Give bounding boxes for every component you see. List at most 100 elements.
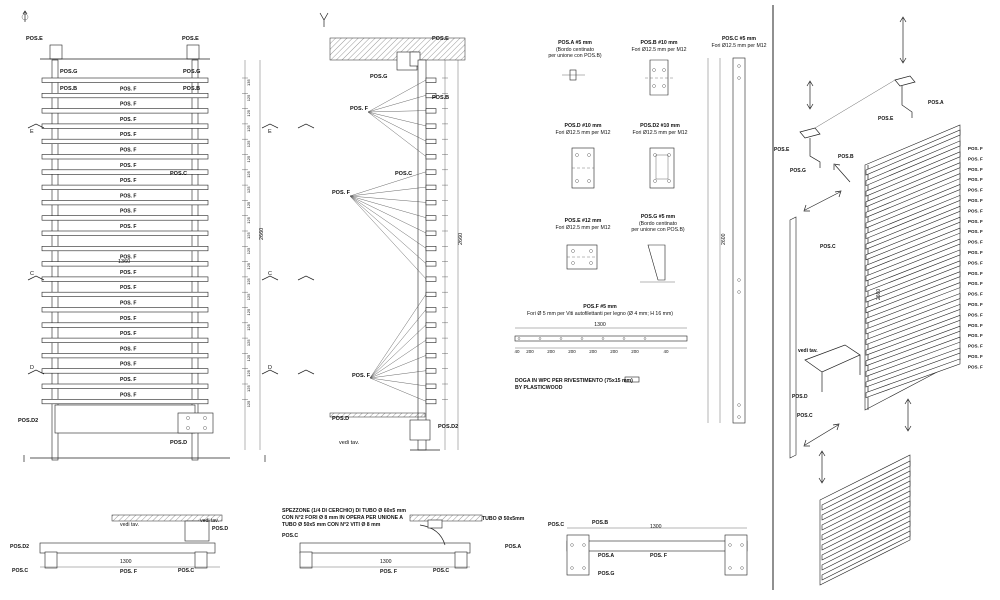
- label-pos-a: POS.A: [505, 544, 521, 550]
- bottom-plate: [54, 404, 196, 434]
- label-pos-d2: POS.D2: [438, 424, 458, 430]
- dim-label: 200: [631, 349, 639, 354]
- slat-iso: [865, 129, 961, 176]
- dimension-ticks: 1351251251251251251251251251251251251251…: [242, 77, 251, 407]
- label-pos-e: POS.E: [182, 36, 199, 42]
- spezzone-note: TUBO Ø 50x5 mm CON N°2 VITI Ø 8 mm: [282, 522, 381, 528]
- slat: [41, 123, 209, 129]
- label-pos-c: POS.C: [12, 568, 28, 574]
- dim-label: 125: [246, 293, 251, 300]
- label-pos-g: POS.G: [598, 571, 614, 577]
- dim-label: 125: [246, 232, 251, 239]
- side-section-view: [297, 12, 466, 451]
- dim-1300: 1300: [380, 559, 392, 565]
- doga-note: DOGA IN WPC PER RIVESTIMENTO (75x15 mm): [515, 378, 633, 384]
- dim-2660: 2660: [458, 233, 464, 245]
- slat-section: [425, 337, 437, 343]
- label-pos-g: POS.G: [183, 69, 200, 75]
- leader-line: [349, 195, 427, 203]
- slat-iso: [865, 303, 961, 346]
- label-pos-g: POS.G: [790, 168, 806, 174]
- label-vedi-tav: vedi tav.: [120, 522, 139, 528]
- slat-section: [425, 169, 437, 175]
- leader-line: [369, 309, 427, 379]
- pos-a-note: per unione con POS.B): [548, 53, 602, 59]
- label-vedi-tav: vedi tav.: [339, 440, 360, 446]
- label-pos-b: POS.B: [592, 520, 608, 526]
- leader-line: [369, 339, 427, 379]
- slat: [41, 307, 209, 313]
- label-pos-f: POS. F: [120, 285, 136, 291]
- section-c-label: C: [268, 271, 272, 277]
- leader-line: [349, 195, 427, 249]
- slat-iso: [821, 470, 911, 521]
- svg-text:POS.G #5 mm: POS.G #5 mm: [641, 214, 676, 220]
- label-pos-f: POS. F: [968, 229, 983, 234]
- label-pos-f: POS. F: [968, 146, 983, 151]
- dim-label: 200: [526, 349, 534, 354]
- slat-section: [425, 230, 437, 236]
- label-pos-f: POS. F: [968, 188, 983, 193]
- dim-label: 125: [246, 186, 251, 193]
- slat-iso: [865, 358, 961, 399]
- slat-iso: [865, 293, 961, 335]
- slat-iso: [821, 460, 911, 511]
- dim-label: 125: [246, 140, 251, 147]
- label-pos-f: POS. F: [968, 333, 983, 338]
- section-marker-c-right: [261, 275, 279, 281]
- label-pos-c: POS.C: [820, 244, 836, 250]
- label-pos-f: POS. F: [350, 106, 369, 112]
- dim-label: 200: [568, 349, 576, 354]
- dim-label: 125: [246, 339, 251, 346]
- leader-line: [369, 377, 427, 402]
- leader-line: [349, 195, 427, 280]
- section-marker-c-left: [27, 275, 45, 281]
- label-pos-a: POS.A: [598, 553, 614, 559]
- doga-note: BY PLASTICWOOD: [515, 385, 563, 391]
- label-pos-c: POS.C: [282, 533, 298, 539]
- leader-line: [367, 79, 427, 113]
- leader-line: [367, 111, 427, 142]
- dim-1360: 1360: [118, 259, 130, 265]
- slat-iso: [865, 325, 961, 367]
- section-marker-e-right: [261, 123, 279, 129]
- dim-label: 125: [246, 124, 251, 131]
- slat-iso: [865, 151, 961, 197]
- slat-iso: [865, 314, 961, 356]
- pos-c-note: Fori Ø12.5 mm per M12: [711, 43, 766, 49]
- dim-label: 125: [246, 94, 251, 101]
- double-arrow-icon: [803, 190, 842, 212]
- dim-label: 125: [246, 201, 251, 208]
- pos-b-detail: [645, 59, 673, 96]
- section-marker-c: [297, 275, 315, 281]
- label-pos-f: POS. F: [120, 86, 136, 92]
- label-pos-f: POS. F: [968, 271, 983, 276]
- pos-e-support-right: [186, 44, 200, 60]
- dim-label: 40: [514, 349, 520, 354]
- pos-b-note: Fori Ø12.5 mm per M12: [631, 47, 686, 53]
- pos-e-title: POS.E: [565, 218, 581, 224]
- slat: [41, 77, 209, 83]
- label-pos-f: POS. F: [968, 156, 983, 161]
- slat-iso: [821, 520, 911, 571]
- pos-a-title: POS.A: [558, 40, 574, 46]
- double-arrow-icon: [806, 80, 814, 110]
- slat: [41, 261, 209, 267]
- label-pos-a: POS.A: [928, 100, 944, 106]
- plan-view-middle: [299, 514, 483, 569]
- dim-2600: 2600: [721, 233, 727, 245]
- label-pos-f: POS. F: [120, 301, 136, 307]
- section-d-label: D: [268, 365, 272, 371]
- leader-line: [369, 355, 427, 379]
- section-e-label: E: [30, 129, 34, 135]
- label-pos-f: POS. F: [968, 354, 983, 359]
- pos-f-title: POS.F: [583, 304, 599, 310]
- label-pos-f: POS. F: [968, 260, 983, 265]
- label-pos-b: POS.B: [60, 86, 77, 92]
- label-pos-f: POS. F: [968, 167, 983, 172]
- label-pos-b: POS.B: [432, 95, 449, 101]
- pos-f-note: Fori Ø 5 mm per Viti autofilettanti per …: [527, 311, 673, 317]
- slat-iso: [821, 480, 911, 531]
- slat-section: [425, 246, 437, 252]
- pos-d-plate: [177, 412, 214, 434]
